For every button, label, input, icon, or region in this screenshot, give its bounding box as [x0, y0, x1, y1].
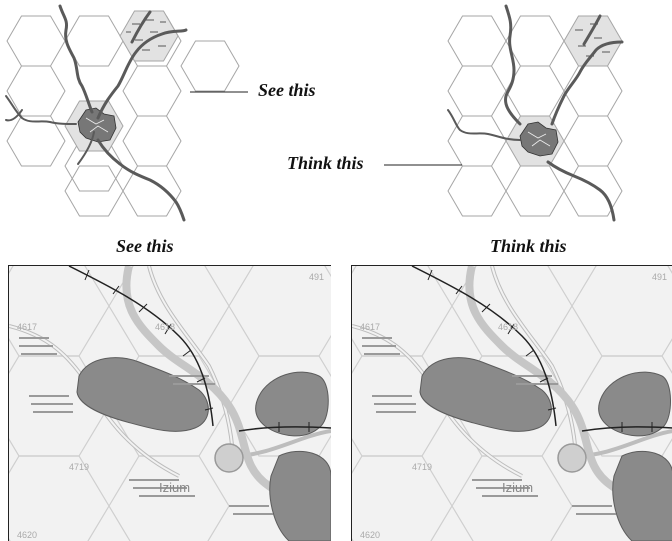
map-panel-think: 4617 4618 4719 4620 491 Izium: [351, 265, 672, 541]
hex-number: 4617: [17, 322, 37, 332]
hex-number: 4618: [155, 322, 175, 332]
hex-cell: [563, 165, 623, 217]
map-see-svg: 4617 4618 4719 4620 491 Izium: [9, 266, 331, 541]
map-think-svg: 4617 4618 4719 4620 491 Izium: [352, 266, 672, 541]
city-symbol: [77, 107, 117, 143]
hex-cell: [180, 40, 240, 92]
hex-see-callout-label: See this: [258, 80, 316, 100]
hex-think-callout-label: Think this: [287, 153, 364, 173]
hex-cell: [6, 115, 66, 167]
hex-cell: [447, 165, 507, 217]
hex-number: 4620: [360, 530, 380, 540]
hex-number: 491: [652, 272, 667, 282]
town-marker: [557, 443, 587, 473]
hex-cell: [563, 115, 623, 167]
hex-cell: [505, 165, 565, 217]
hex-cell: [563, 65, 623, 117]
hex-number: 4617: [360, 322, 380, 332]
marsh-hex: [119, 10, 179, 62]
hex-cell: [122, 165, 182, 217]
left-hex-grid: [6, 15, 240, 217]
hex-cell: [447, 65, 507, 117]
hex-cell: [122, 65, 182, 117]
hex-cell: [505, 15, 565, 67]
hex-number: 4618: [498, 322, 518, 332]
hex-number: 491: [309, 272, 324, 282]
marsh-symbols: [126, 19, 166, 51]
map-think-caption: Think this: [490, 236, 567, 256]
hex-cell: [6, 15, 66, 67]
hex-number: 4620: [17, 530, 37, 540]
hex-number: 4719: [412, 462, 432, 472]
left-rivers: [5, 4, 188, 222]
town-name: Izium: [502, 480, 533, 495]
town-marker: [214, 443, 244, 473]
hex-number: 4719: [69, 462, 89, 472]
town-name: Izium: [159, 480, 190, 495]
right-rivers: [447, 4, 624, 222]
hex-cell: [447, 15, 507, 67]
hex-cell: [122, 115, 182, 167]
city-symbol: [519, 121, 559, 157]
map-see-caption: See this: [116, 236, 174, 256]
map-panel-see: 4617 4618 4719 4620 491 Izium: [8, 265, 331, 541]
